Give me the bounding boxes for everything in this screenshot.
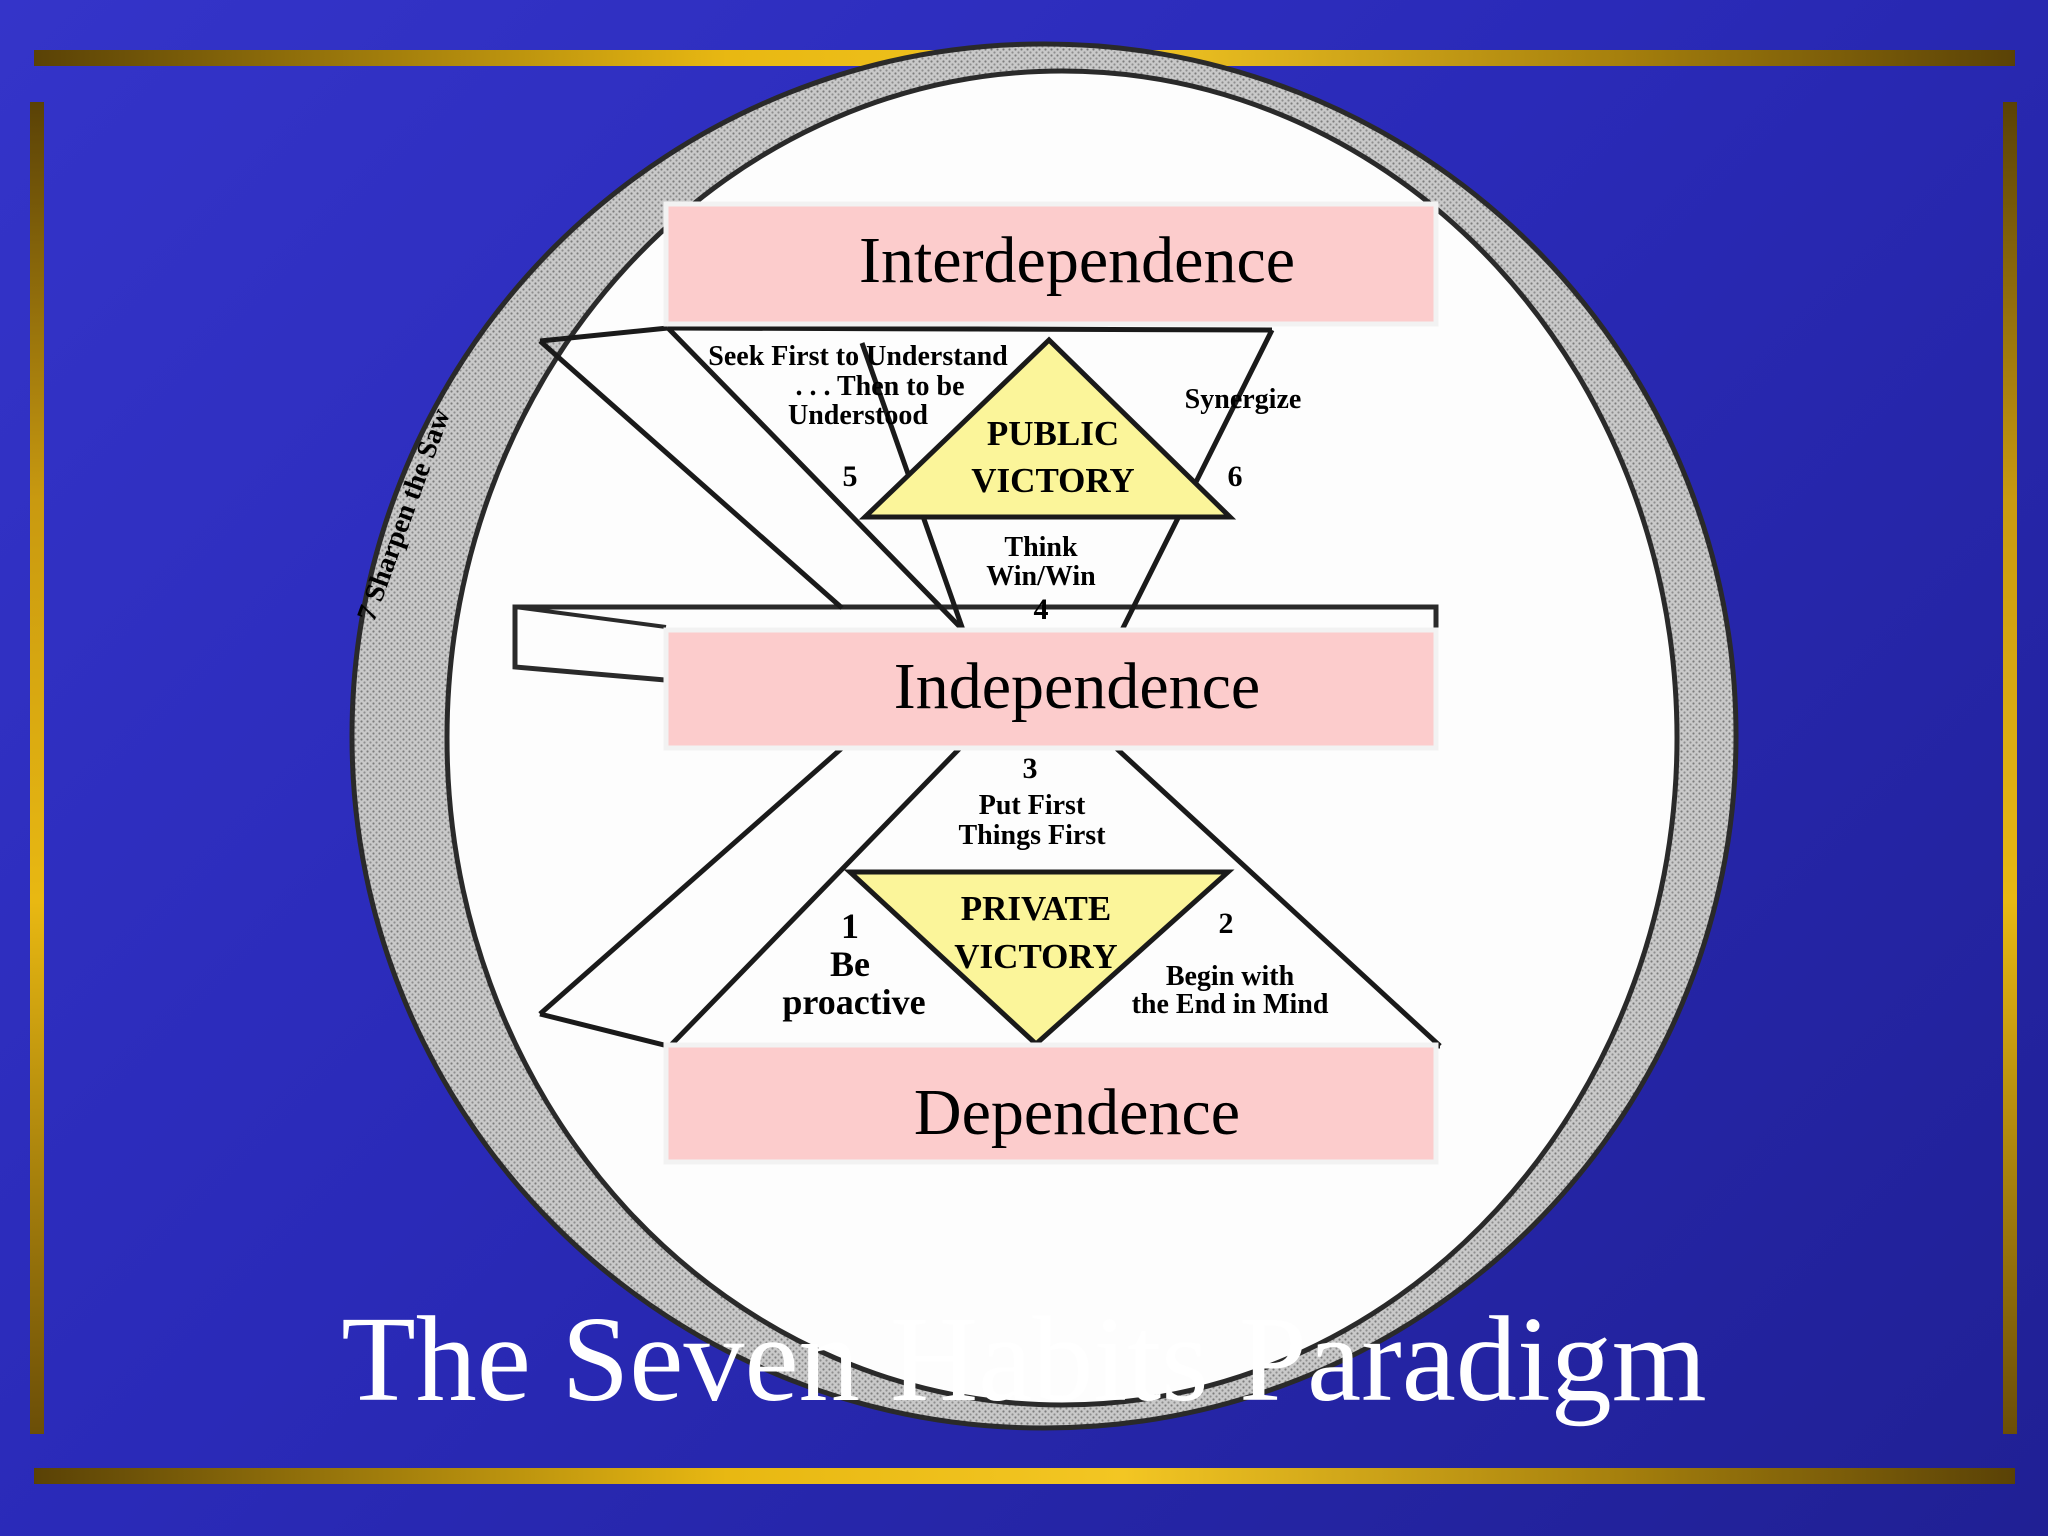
habit-5-line-3: Understood [788,400,928,431]
habit-1-line-1: Be [830,944,870,984]
public-victory-label-2: VICTORY [971,461,1134,500]
habit-4-number: 4 [1034,593,1049,626]
public-victory-triangle [858,336,1237,520]
interdependence-box [663,201,1439,327]
independence-box [663,627,1439,751]
habit-4-line-2: Win/Win [986,561,1096,592]
habit-4-line-1: Think [1004,532,1078,563]
private-victory-label-1: PRIVATE [961,889,1111,928]
habit-3: 3 Put First Things First [958,752,1106,851]
slide-title: The Seven Habits Paradigm [341,1292,1707,1427]
habit-2: 2 Begin with the End in Mind [1132,907,1329,1020]
habit-6-line-1: Synergize [1185,384,1302,415]
habit-3-line-1: Put First [979,790,1086,821]
habit-5: Seek First to Understand . . . Then to b… [708,341,1008,493]
habit-5-line-2: . . . Then to be [795,371,964,402]
habit-2-line-2: the End in Mind [1132,989,1329,1020]
left-gold-rule [30,102,44,1434]
right-gold-rule [2003,102,2017,1434]
independence-label: Independence [894,650,1260,723]
habit-5-number: 5 [843,460,858,493]
interdependence-label: Interdependence [859,224,1295,297]
habit-2-line-1: Begin with [1166,961,1295,992]
habit-2-number: 2 [1219,907,1234,940]
habit-1-line-2: proactive [782,982,925,1022]
private-victory-triangle [843,869,1235,1048]
habit-3-line-2: Things First [958,820,1106,851]
bottom-gold-rule [34,1468,2015,1484]
habit-1-number: 1 [841,906,859,946]
habit-1: 1 Be proactive [782,906,925,1022]
private-victory-label-2: VICTORY [954,937,1117,976]
dependence-box [663,1042,1439,1165]
habit-3-number: 3 [1023,752,1038,785]
public-victory-label-1: PUBLIC [987,414,1119,453]
habit-6-number: 6 [1228,460,1243,493]
habit-4: Think Win/Win 4 [986,532,1096,626]
habit-6: Synergize 6 [1185,384,1302,493]
habit-5-line-1: Seek First to Understand [708,341,1008,372]
dependence-label: Dependence [914,1076,1240,1149]
